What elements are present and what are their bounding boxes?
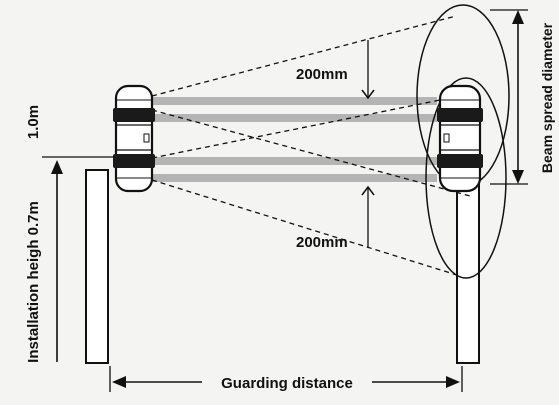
bottom-spacing-arrowhead (361, 185, 375, 196)
left-detector (113, 84, 155, 193)
height-arrow-up (51, 160, 63, 174)
spread-line-top-lower (151, 109, 471, 197)
guarding-arrow-left (112, 376, 126, 388)
height-top-label: 1.0m (25, 105, 42, 139)
infrared-beams (137, 97, 437, 182)
installation-height-label: Installation heigh 0.7m (25, 201, 42, 363)
right-detector (437, 84, 483, 193)
beam-4 (137, 174, 437, 182)
beam-spread-label: Beam spread diameter (539, 22, 555, 173)
left-post (85, 169, 109, 364)
beam-spread-lines (151, 15, 471, 277)
beam-2 (137, 114, 437, 122)
beam-spread-arrow-down (512, 170, 524, 184)
top-spacing-arrowhead (361, 89, 375, 100)
spread-line-bottom-lower (151, 179, 461, 277)
bottom-spacing-label: 200mm (296, 234, 348, 251)
spread-line-top-upper (151, 15, 457, 97)
guarding-arrow-right (446, 376, 460, 388)
beam-spread-ellipse-small (425, 77, 507, 279)
guarding-distance-label: Guarding distance (221, 375, 353, 392)
top-spacing-label: 200mm (296, 66, 348, 83)
beam-1 (137, 97, 437, 105)
right-post (456, 169, 480, 364)
beam-3 (137, 157, 437, 165)
spread-line-bottom-upper (151, 95, 461, 159)
beam-spread-arrow-up (512, 10, 524, 24)
